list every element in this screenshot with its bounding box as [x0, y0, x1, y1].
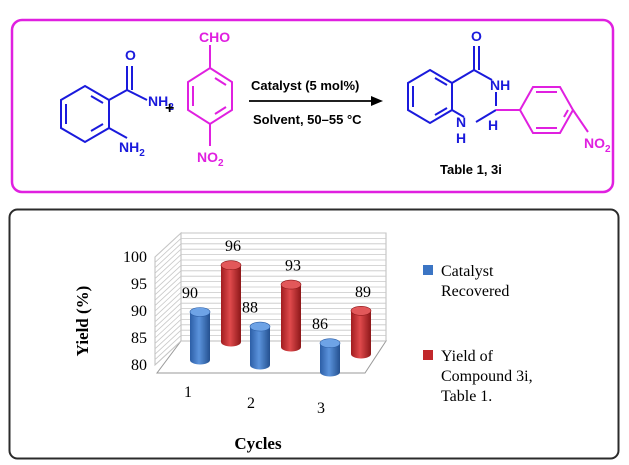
y-tick-label: 90 [131, 303, 147, 320]
legend-label: Catalyst [441, 263, 494, 280]
product-nh-bottom-n: N [456, 114, 466, 130]
gridline-side [154, 254, 182, 279]
cylinder-top [220, 260, 242, 271]
product-nitro: NO2 [584, 135, 611, 155]
x-axis-title: Cycles [234, 434, 282, 453]
y-axis-title: Yield (%) [73, 286, 92, 357]
cylinder-top [350, 306, 372, 316]
x-tick-label: 2 [247, 395, 255, 412]
gridline-side [154, 243, 182, 269]
gridline-side [154, 302, 182, 328]
y-tick-labels: 80 85 90 95 100 [123, 249, 147, 374]
cylinder-body [320, 343, 340, 377]
gridline-side [154, 297, 182, 323]
cylinder-catalyst-3 [319, 338, 341, 377]
product-label: Table 1, 3i [440, 162, 502, 177]
gridline-side [154, 329, 182, 355]
data-label: 88 [242, 300, 258, 317]
gridline-side [154, 292, 182, 317]
y-tick-label: 85 [131, 330, 147, 347]
legend-label: Yield of [441, 348, 494, 365]
gridline-side [154, 324, 182, 350]
cylinder-body [221, 265, 241, 347]
reactant2-cho: CHO [199, 29, 230, 45]
product-h: H [488, 117, 498, 133]
arrow-bottom-label: Solvent, 50–55 °C [253, 112, 362, 127]
data-label: 96 [225, 238, 241, 255]
gridline-side [154, 238, 182, 263]
data-label: 90 [182, 285, 198, 302]
x-tick-label: 3 [317, 400, 325, 417]
y-tick-label: 95 [131, 276, 147, 293]
cylinder-yield-3 [350, 306, 372, 359]
product-quinazolinone [407, 46, 497, 125]
data-label: 93 [285, 258, 301, 275]
gridline-side [154, 335, 182, 360]
product-nh-top: NH [490, 77, 510, 93]
cylinder-top [280, 279, 302, 290]
y-tick-label: 80 [131, 357, 147, 374]
chart-bars [189, 260, 372, 377]
gridline-side [154, 275, 182, 301]
cylinder-yield-1 [220, 260, 242, 347]
reactant-4-nitrobenzaldehyde [187, 45, 233, 146]
cylinder-top [319, 338, 341, 348]
cylinder-top [249, 321, 271, 332]
x-tick-label: 1 [184, 384, 192, 401]
cylinder-catalyst-2 [249, 321, 271, 370]
legend-label: Recovered [441, 283, 509, 300]
cylinder-yield-2 [280, 279, 302, 352]
gridline-side [154, 308, 182, 333]
cylinder-catalyst-1 [189, 307, 211, 365]
reaction-scheme: O NH2 NH2 + CHO NO2 Catalyst (5 mol%) So… [10, 18, 615, 194]
legend-label: Compound 3i, [441, 368, 533, 385]
y-tick-label: 100 [123, 249, 147, 266]
gridline-side [154, 265, 182, 290]
reactant-2-aminobenzamide [60, 66, 148, 144]
reactant1-carbonyl-o: O [125, 47, 136, 63]
product-nitrophenyl [496, 86, 589, 134]
legend-label: Table 1. [441, 388, 492, 405]
x-tick-labels: 1 2 3 [184, 384, 325, 417]
reactant2-nitro: NO2 [197, 149, 224, 169]
gridline-side [154, 286, 182, 312]
gridline-side [154, 281, 182, 306]
cylinder-top [189, 307, 211, 317]
arrow-top-label: Catalyst (5 mol%) [251, 78, 359, 93]
reactant1-amide-nh2: NH2 [148, 93, 174, 113]
gridline-side [154, 340, 182, 366]
plus-sign: + [165, 100, 174, 117]
gridline-side [154, 319, 182, 344]
scheme-border [10, 18, 615, 194]
gridline-side [154, 259, 182, 285]
product-carbonyl-o: O [471, 28, 482, 44]
legend-swatch [423, 265, 433, 275]
data-label: 89 [355, 284, 371, 301]
data-label: 86 [312, 316, 328, 333]
cylinder-body [351, 310, 371, 359]
gridline-side [154, 270, 182, 296]
legend-item-1: Yield of Compound 3i, Table 1. [423, 348, 533, 405]
gridline-side [154, 248, 182, 274]
legend-swatch [423, 350, 433, 360]
yield-chart: 80 85 90 95 100 96 93 89 90 88 86 1 2 3 Yield (%) C… [8, 208, 620, 460]
data-labels: 96 93 89 90 88 86 [182, 238, 371, 333]
gridline-side [154, 232, 182, 258]
cylinder-body [190, 312, 210, 365]
cylinder-body [250, 326, 270, 370]
reactant1-amine-nh2: NH2 [119, 139, 145, 159]
product-nh-bottom-h: H [456, 130, 466, 146]
cylinder-body [281, 284, 301, 352]
gridline-side [154, 313, 182, 339]
reaction-arrowhead [371, 96, 383, 106]
